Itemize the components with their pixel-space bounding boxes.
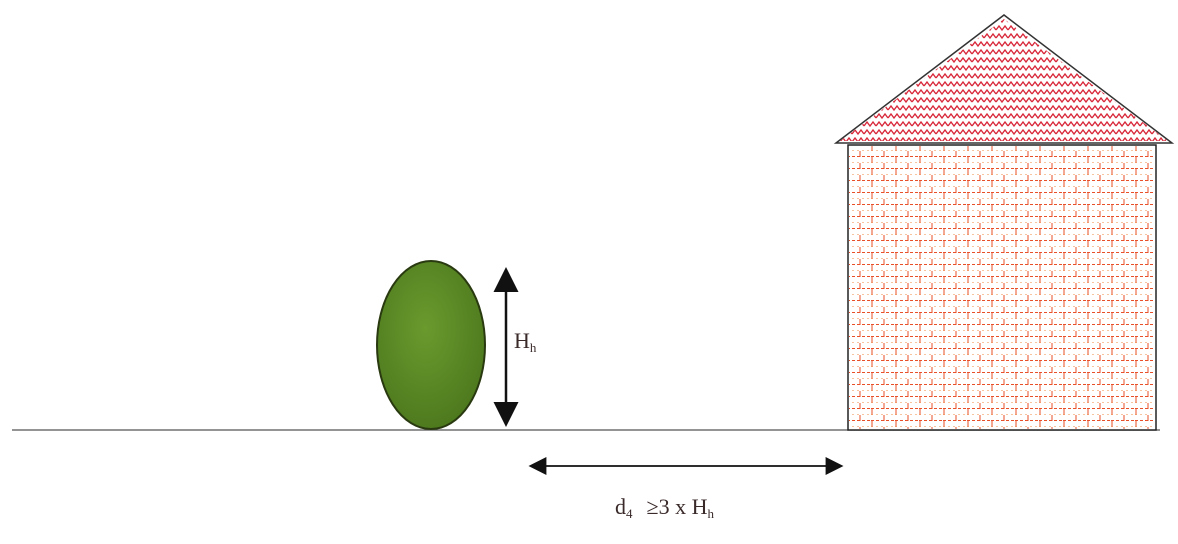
hedge-height-symbol: H [514,328,530,353]
hedge-height-subscript: h [529,340,537,355]
hedge-height-label: Hh [514,328,537,355]
house [833,14,1175,431]
distance-label: d4 ≥3 x Hh [615,494,714,521]
distance-symbol: d [615,494,626,519]
distance-relation-subscript: h [707,506,714,521]
brick-texture [849,146,1155,429]
distance-subscript: 4 [626,506,633,521]
distance-relation: ≥3 x H [646,494,708,519]
roof-texture [840,19,1168,141]
hedge-shape [376,260,486,430]
